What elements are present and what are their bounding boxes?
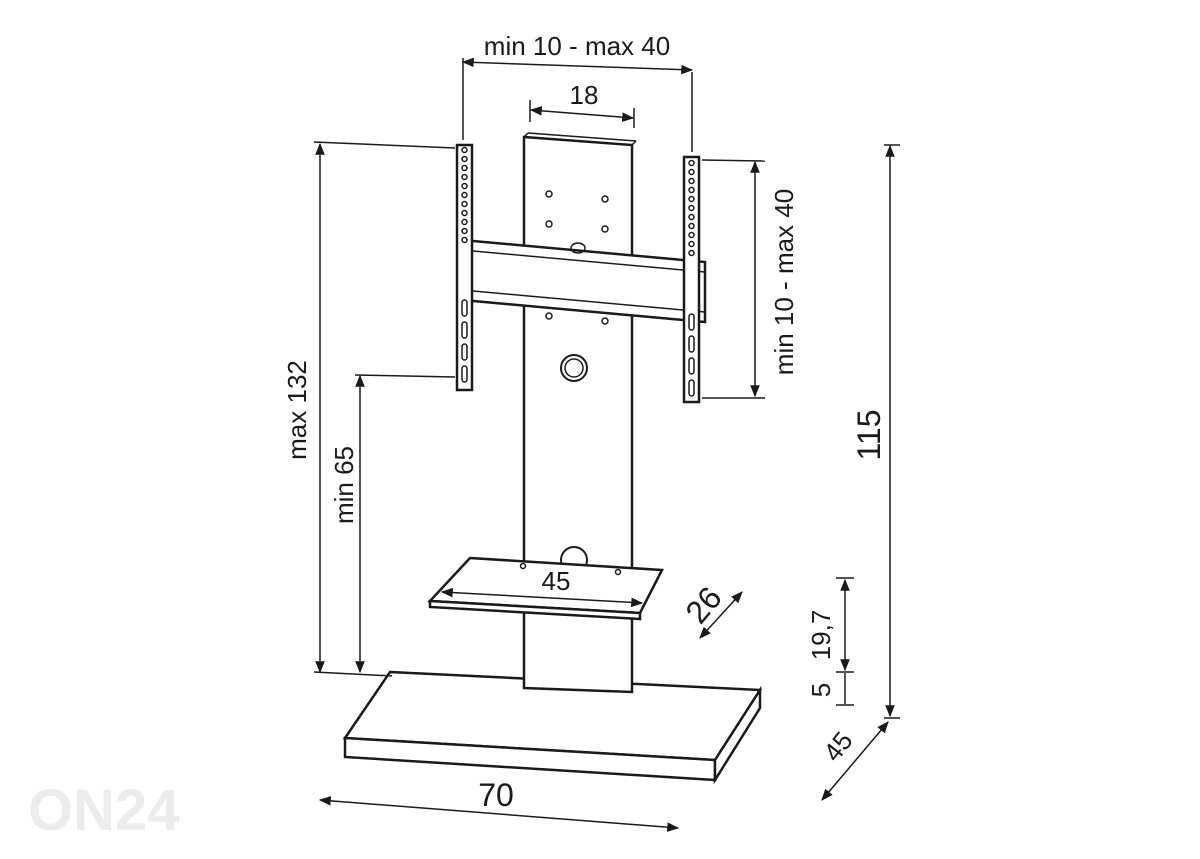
dimension-column-width: 18 [529,80,635,128]
label-shelf-width: 45 [542,566,571,596]
label-base-width: 70 [478,777,514,813]
label-shelf-depth: 26 [678,580,728,630]
tv-mount-bracket [455,143,707,404]
label-column-width: 18 [570,80,599,110]
watermark-logo: ON24 [28,778,180,843]
dimension-total-height: 115 [851,144,900,719]
dimension-base-depth: 45 [817,721,889,801]
label-base-height: 5 [806,683,836,697]
dimension-min-height: min 65 [329,374,456,674]
label-bracket-height: min 10 - max 40 [769,189,799,375]
label-min-height: min 65 [329,446,359,524]
label-total-height: 115 [851,409,887,460]
dimension-max-height: max 132 [282,141,456,677]
label-top-width: min 10 - max 40 [484,31,670,61]
dimension-base-width: 70 [318,777,680,832]
dimension-top-width: min 10 - max 40 [461,31,694,152]
label-max-height: max 132 [282,360,312,460]
label-shelf-gap: 19,7 [806,610,836,661]
dimension-bracket-height: min 10 - max 40 [701,159,799,399]
dimension-shelf-gap: 19,7 5 [806,577,854,706]
base [342,670,763,785]
label-base-depth: 45 [817,726,858,767]
cable-hole [560,354,588,382]
